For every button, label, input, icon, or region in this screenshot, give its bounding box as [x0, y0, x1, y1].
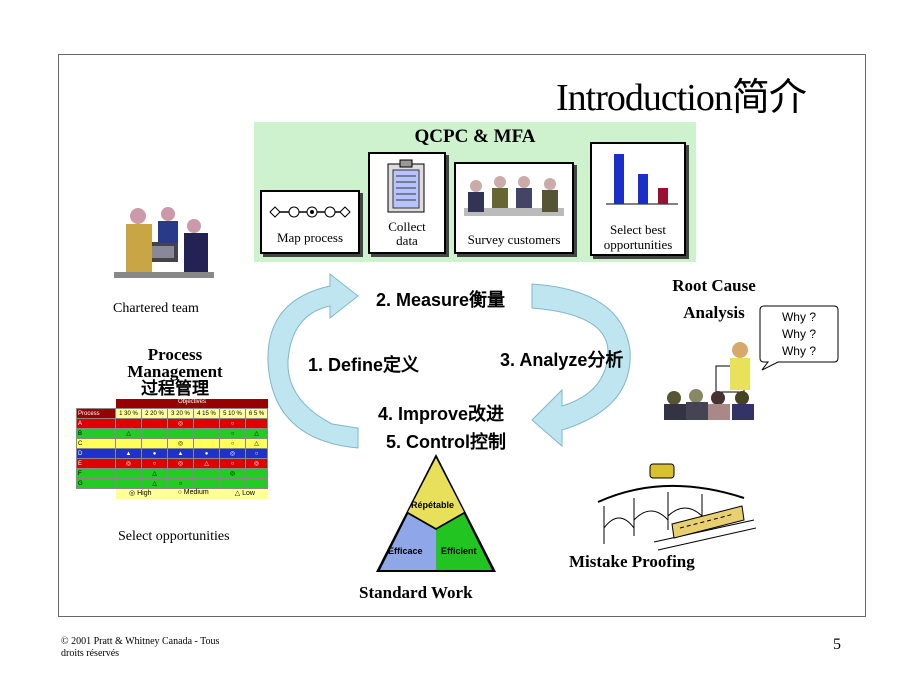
- matrix-row-label: Process: [76, 408, 116, 419]
- pm-title-line-2: Management: [127, 362, 223, 381]
- presenter-clipart: [664, 342, 754, 420]
- speech-bubble: [759, 305, 839, 371]
- process-management-title: Process Management 过程管理: [108, 346, 242, 397]
- copyright-footer: © 2001 Pratt & Whitney Canada - Tous dro…: [61, 636, 219, 660]
- matrix-col: 1 30 %: [115, 408, 142, 419]
- collect-data-line-2: data: [396, 233, 418, 248]
- bridge-train-clipart: [597, 463, 756, 551]
- survey-customers-label: Survey customers: [467, 232, 561, 247]
- matrix-col: 5 10 %: [219, 408, 246, 419]
- matrix-col: 3 20 %: [167, 408, 194, 419]
- footer-line-1: © 2001 Pratt & Whitney Canada - Tous: [61, 636, 220, 647]
- step-analyze: 3. Analyze分析: [500, 350, 624, 370]
- map-process-label: Map process: [276, 230, 344, 245]
- page-number: 5: [833, 636, 841, 653]
- analyze-arrow: [531, 283, 631, 448]
- meeting-people-icon: [464, 176, 564, 216]
- select-opportunities-line-1: Select best: [610, 222, 666, 237]
- why-2: Why ?: [781, 327, 816, 341]
- slide-frame: [58, 54, 866, 617]
- triangle-repetable: Répétable: [411, 500, 455, 510]
- pm-title-line-3: 过程管理: [141, 379, 209, 398]
- opportunity-matrix: Objectives Process 1 30 % 2 20 % 3 20 % …: [76, 399, 268, 499]
- mistake-proofing-caption: Mistake Proofing: [569, 552, 695, 571]
- step-define: 1. Define定义: [308, 355, 420, 375]
- standard-work-caption: Standard Work: [359, 583, 473, 602]
- select-opportunities-caption: Select opportunities: [118, 529, 230, 544]
- collect-data-line-1: Collect: [388, 219, 426, 234]
- root-cause-line-1: Root Cause: [672, 276, 756, 295]
- qcpc-title: QCPC & MFA: [414, 126, 536, 147]
- matrix-row: E: [76, 458, 116, 469]
- matrix-col: 4 15 %: [193, 408, 220, 419]
- matrix-col: 6 5 %: [245, 408, 268, 419]
- dmaic-cycle: [267, 272, 631, 449]
- legend-low: △ Low: [234, 490, 255, 497]
- chartered-team-clipart: [108, 196, 220, 282]
- bar-chart-icon: [606, 154, 678, 205]
- matrix-row: A: [76, 418, 116, 429]
- triangle-efficient: Efficient: [441, 546, 477, 556]
- survey-customers-card: Survey customers: [454, 162, 574, 254]
- select-opportunities-card: Select best opportunities: [590, 142, 686, 256]
- matrix-row: D: [76, 448, 116, 459]
- collect-data-card: Collect data: [368, 152, 446, 254]
- clipboard-icon: [387, 159, 425, 213]
- step-measure: 2. Measure衡量: [376, 290, 506, 310]
- standard-work-triangle: [376, 454, 496, 572]
- why-questions: Why ? Why ? Why ?: [766, 309, 832, 360]
- legend-medium: ○ Medium: [177, 489, 209, 496]
- process-map-icon: [269, 206, 351, 218]
- footer-line-2: droits réservés: [61, 648, 120, 659]
- why-1: Why ?: [781, 310, 816, 324]
- root-cause-title: Root Cause Analysis: [654, 272, 774, 326]
- step-control: 5. Control控制: [386, 432, 506, 452]
- matrix-row: G: [76, 478, 116, 489]
- select-opportunities-line-2: opportunities: [603, 237, 673, 252]
- root-cause-line-2: Analysis: [683, 303, 745, 322]
- map-process-card: Map process: [260, 190, 360, 254]
- slide-title: Introduction简介: [556, 77, 807, 119]
- matrix-legend: ◎ High ○ Medium △ Low: [116, 489, 268, 499]
- legend-high: ◎ High: [129, 490, 152, 497]
- matrix-row: B: [76, 428, 116, 439]
- collect-data-label: Collect data: [370, 220, 444, 248]
- triangle-efficace: Efficace: [388, 546, 423, 556]
- matrix-row: C: [76, 438, 116, 449]
- pm-title-line-1: Process: [147, 345, 203, 364]
- step-improve: 4. Improve改进: [378, 404, 505, 424]
- matrix-col: 2 20 %: [141, 408, 168, 419]
- matrix-row: F: [76, 468, 116, 479]
- select-opportunities-label: Select best opportunities: [592, 222, 684, 252]
- why-3: Why ?: [781, 344, 816, 358]
- define-arrow: [267, 272, 359, 449]
- chartered-team-caption: Chartered team: [113, 301, 199, 316]
- matrix-header: Objectives: [116, 399, 268, 408]
